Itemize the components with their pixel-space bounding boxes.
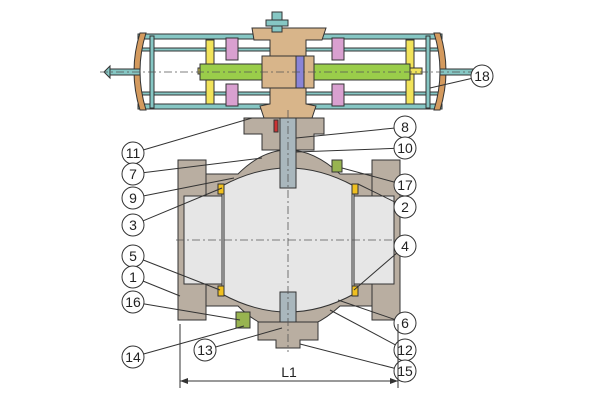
callout-number-1: 1 <box>129 269 137 285</box>
callout-17: 17 <box>341 167 417 197</box>
callout-circle-13 <box>193 338 217 362</box>
callout-number-4: 4 <box>401 238 409 254</box>
l1-arrow-left <box>180 378 188 384</box>
callout-number-17: 17 <box>397 177 413 193</box>
callout-leader-10 <box>295 147 395 153</box>
callout-circle-18 <box>470 64 494 88</box>
callout-6: 6 <box>337 299 417 335</box>
callout-leader-5 <box>143 259 221 291</box>
callout-circle-2 <box>393 195 417 219</box>
callout-circle-16 <box>121 290 145 314</box>
callout-number-12: 12 <box>397 342 413 358</box>
right-linkage-top <box>331 37 345 61</box>
l1-label-bg <box>272 365 306 379</box>
callout-circle-6 <box>393 311 417 335</box>
l1-label: L1 <box>281 364 297 380</box>
callout-circle-3 <box>121 213 145 237</box>
dimension-l1: L1 <box>179 324 399 388</box>
pneumatic-actuator <box>100 11 482 119</box>
top-indicator-cap <box>265 19 289 27</box>
callout-circle-15 <box>393 359 417 383</box>
callout-leader-2 <box>357 183 396 203</box>
callout-16: 16 <box>121 290 241 321</box>
sealant-injection-fitting <box>331 159 343 173</box>
callout-leader-12 <box>329 309 396 346</box>
callout-7: 7 <box>121 157 263 186</box>
callout-number-9: 9 <box>129 190 137 206</box>
callout-leader-14 <box>143 325 245 355</box>
callout-10: 10 <box>295 136 417 160</box>
callout-circle-4 <box>393 234 417 258</box>
callout-9: 9 <box>121 177 235 210</box>
callout-leader-18 <box>429 77 472 89</box>
left-seat-top <box>217 183 225 195</box>
callout-leader-1 <box>143 280 181 297</box>
callout-15: 15 <box>299 343 417 383</box>
callout-number-16: 16 <box>125 294 141 310</box>
callout-leader-7 <box>143 157 263 174</box>
callout-leader-3 <box>142 187 223 222</box>
callout-12: 12 <box>329 309 417 362</box>
l1-arrow-right <box>390 378 398 384</box>
left-linkage-top <box>225 37 239 61</box>
right-seat-top <box>351 183 359 195</box>
callout-5: 5 <box>121 244 221 291</box>
callout-leader-9 <box>143 177 235 197</box>
callout-number-7: 7 <box>129 166 137 182</box>
callout-2: 2 <box>357 183 417 219</box>
callout-3: 3 <box>121 187 223 237</box>
callout-number-5: 5 <box>129 248 137 264</box>
valve-body <box>176 110 402 352</box>
callout-leader-11 <box>143 117 253 151</box>
callout-number-6: 6 <box>401 315 409 331</box>
right-seat-bottom <box>351 285 359 297</box>
callout-circle-14 <box>121 345 145 369</box>
callout-1: 1 <box>121 265 181 297</box>
callout-number-15: 15 <box>397 363 413 379</box>
callout-leader-6 <box>337 299 395 320</box>
left-seat-bottom <box>217 285 225 297</box>
callout-4: 4 <box>353 234 417 291</box>
callout-leader-16 <box>143 303 241 321</box>
callout-13: 13 <box>193 327 283 362</box>
right-linkage-bottom <box>331 83 345 107</box>
callout-11: 11 <box>121 117 253 165</box>
callout-18: 18 <box>429 64 494 89</box>
callout-leader-13 <box>215 327 283 348</box>
callout-number-3: 3 <box>129 217 137 233</box>
callout-leader-8 <box>295 127 395 139</box>
callout-circle-7 <box>121 162 145 186</box>
callout-circle-10 <box>393 136 417 160</box>
callout-number-8: 8 <box>401 119 409 135</box>
callout-14: 14 <box>121 325 245 369</box>
callout-circle-1 <box>121 265 145 289</box>
callout-8: 8 <box>295 115 417 139</box>
stem-seal-red <box>273 119 279 133</box>
callout-number-18: 18 <box>474 68 490 84</box>
drain-plug <box>235 311 251 329</box>
callout-leader-4 <box>353 252 397 291</box>
callout-number-13: 13 <box>197 342 213 358</box>
callout-number-2: 2 <box>401 199 409 215</box>
actuator-right-end-cap <box>433 32 447 111</box>
callout-number-14: 14 <box>125 349 141 365</box>
callout-number-10: 10 <box>397 140 413 156</box>
callout-group: 18 8 11 10 7 17 9 2 3 5 4 1 16 6 13 12 14 15 <box>121 64 494 383</box>
callout-leader-15 <box>299 343 395 369</box>
actuator-left-end-cap <box>133 32 147 111</box>
callout-number-11: 11 <box>126 145 141 161</box>
left-linkage-bottom <box>225 83 239 107</box>
callout-circle-9 <box>121 186 145 210</box>
callout-leader-17 <box>341 167 395 183</box>
